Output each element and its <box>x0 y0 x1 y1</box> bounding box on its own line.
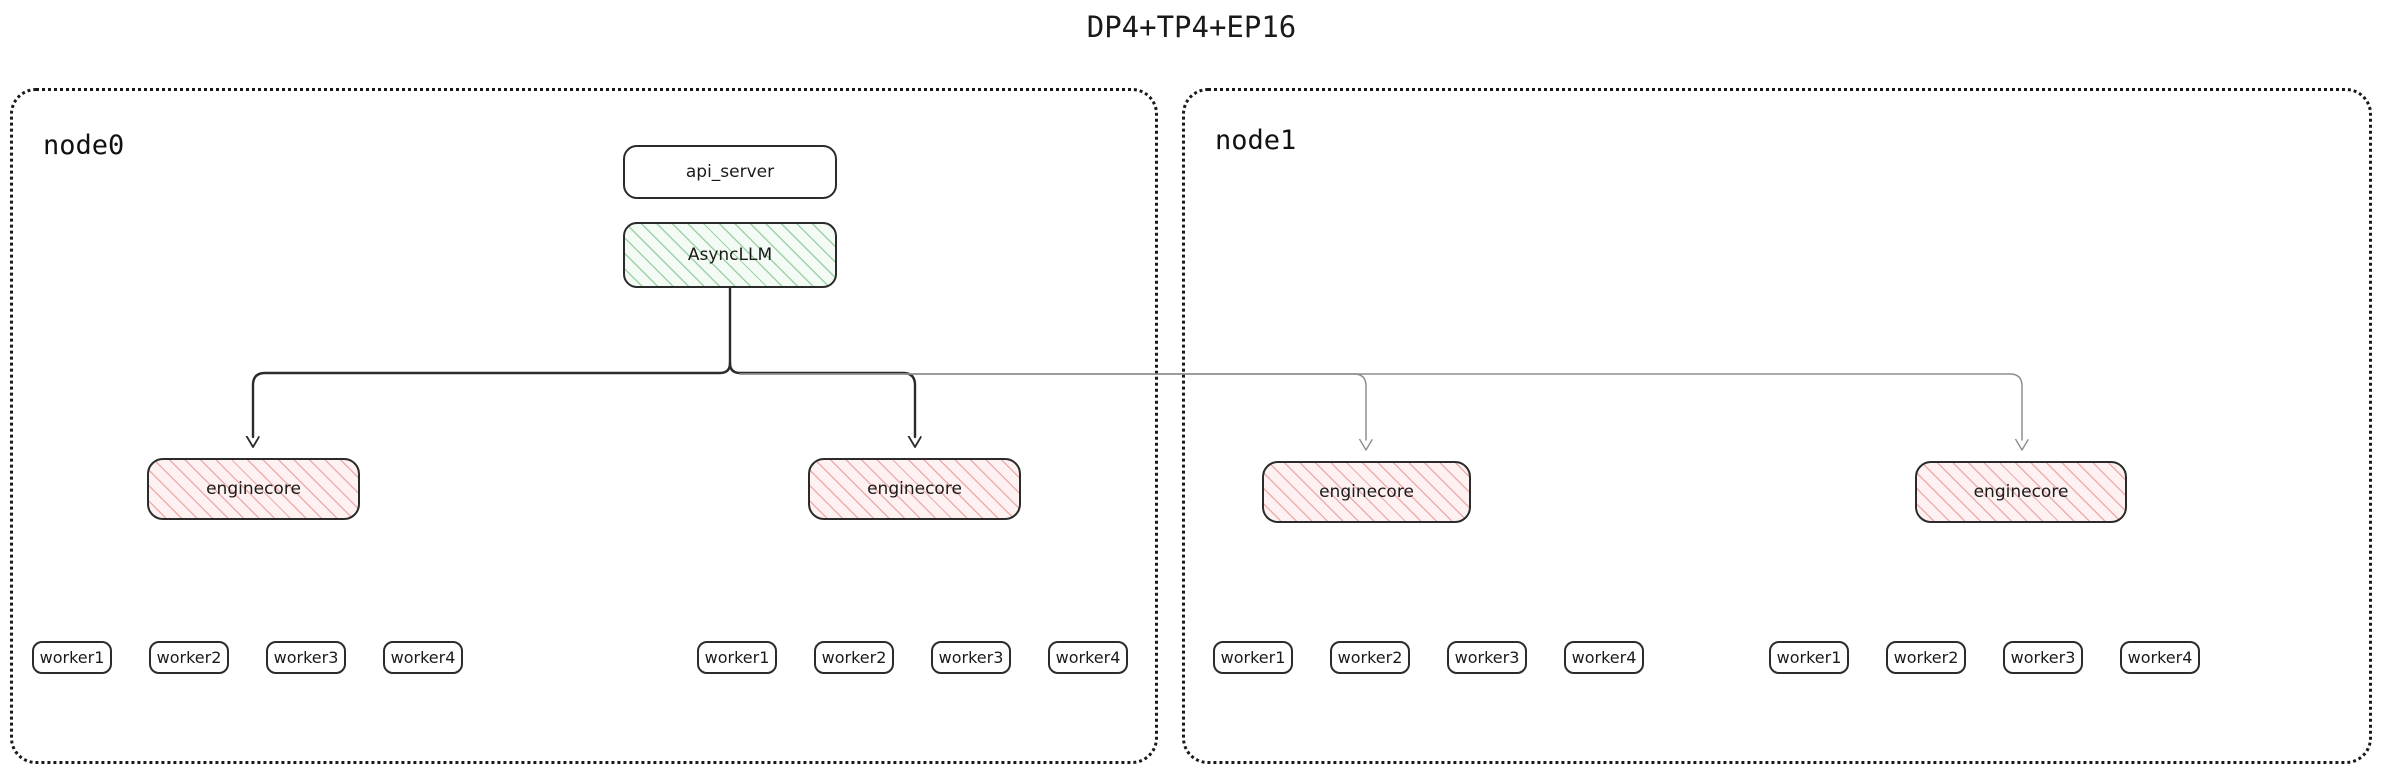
diagram-title: DP4+TP4+EP16 <box>1086 10 1297 44</box>
worker-node1-core2-2[interactable]: worker2 <box>1886 641 1966 674</box>
worker-node0-core1-3[interactable]: worker3 <box>266 641 346 674</box>
worker-node0-core2-2[interactable]: worker2 <box>814 641 894 674</box>
worker-node1-core2-1[interactable]: worker1 <box>1769 641 1849 674</box>
worker-node0-core1-1[interactable]: worker1 <box>32 641 112 674</box>
node-label-node1: node1 <box>1215 125 1297 156</box>
node-label-node0: node0 <box>43 130 125 161</box>
worker-node0-core1-2[interactable]: worker2 <box>149 641 229 674</box>
worker-node0-core1-4[interactable]: worker4 <box>383 641 463 674</box>
process-enginecore-node1-1[interactable]: enginecore <box>1262 461 1471 523</box>
worker-node0-core2-3[interactable]: worker3 <box>931 641 1011 674</box>
worker-node1-core2-4[interactable]: worker4 <box>2120 641 2200 674</box>
process-api-server[interactable]: api_server <box>623 145 837 199</box>
worker-node0-core2-1[interactable]: worker1 <box>697 641 777 674</box>
worker-node0-core2-4[interactable]: worker4 <box>1048 641 1128 674</box>
worker-node1-core1-1[interactable]: worker1 <box>1213 641 1293 674</box>
worker-node1-core1-3[interactable]: worker3 <box>1447 641 1527 674</box>
worker-node1-core1-4[interactable]: worker4 <box>1564 641 1644 674</box>
process-enginecore-node0-1[interactable]: enginecore <box>147 458 360 520</box>
process-enginecore-node0-2[interactable]: enginecore <box>808 458 1021 520</box>
process-async-llm[interactable]: AsyncLLM <box>623 222 837 288</box>
worker-node1-core1-2[interactable]: worker2 <box>1330 641 1410 674</box>
worker-node1-core2-3[interactable]: worker3 <box>2003 641 2083 674</box>
process-enginecore-node1-2[interactable]: enginecore <box>1915 461 2127 523</box>
